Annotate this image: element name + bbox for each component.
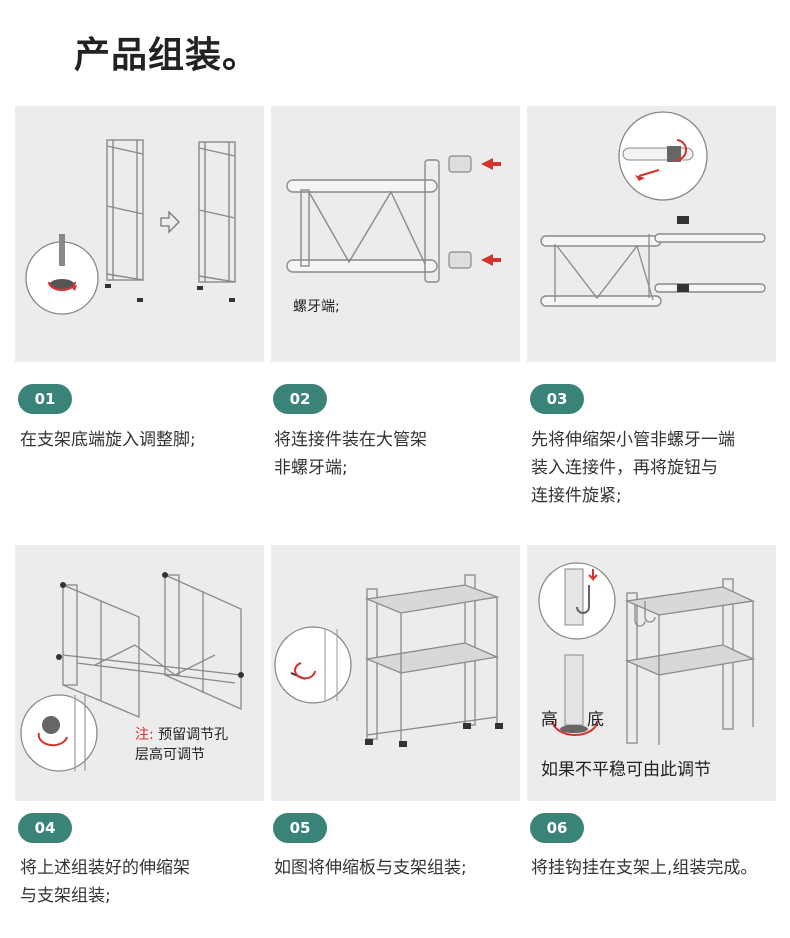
step-04-illustration: 注: 预留调节孔 层高可调节	[15, 545, 264, 801]
finished-rack-drawing	[538, 562, 756, 745]
step-badge-03: 03	[530, 384, 584, 414]
frame-adjust-foot-drawing	[25, 139, 236, 315]
page-title: 产品组装。	[74, 35, 260, 76]
step-03-description: 先将伸缩架小管非螺牙一端 装入连接件，再将旋钮与 连接件旋紧;	[531, 430, 735, 506]
step-badge-05: 05	[273, 813, 327, 843]
step-badge-04: 04	[18, 813, 72, 843]
step-04-description: 将上述组装好的伸缩架 与支架组装;	[20, 858, 190, 906]
step-05-description: 如图将伸缩板与支架组装;	[274, 858, 467, 878]
step-06-illustration: 高 底 如果不平稳可由此调节	[527, 545, 776, 801]
telescopic-rack-drawing	[540, 111, 766, 307]
assembly-frames-drawing	[20, 572, 244, 772]
connector-tube-drawing	[286, 155, 501, 283]
thread-end-label: 螺牙端;	[293, 299, 340, 315]
label-high: 高	[541, 710, 558, 730]
step-badge-06: 06	[530, 813, 584, 843]
step-01-description: 在支架底端旋入调整脚;	[20, 430, 196, 450]
step-05-illustration	[271, 545, 520, 801]
step-04-note: 注: 预留调节孔 层高可调节	[135, 725, 228, 765]
note-line-2: 层高可调节	[135, 747, 205, 763]
label-low: 底	[587, 710, 604, 730]
step-badge-01: 01	[18, 384, 72, 414]
step-06-description: 将挂钩挂在支架上,组装完成。	[531, 858, 758, 878]
step-badge-02: 02	[273, 384, 327, 414]
step-02-illustration: 螺牙端;	[271, 106, 520, 362]
shelf-boards-drawing	[274, 574, 503, 747]
label-adjust: 如果不平稳可由此调节	[541, 760, 711, 780]
note-prefix: 注:	[135, 727, 154, 743]
step-01-illustration	[15, 106, 264, 362]
note-line-1: 预留调节孔	[158, 727, 229, 743]
step-03-illustration	[527, 106, 776, 362]
step-02-description: 将连接件装在大管架 非螺牙端;	[274, 430, 427, 478]
